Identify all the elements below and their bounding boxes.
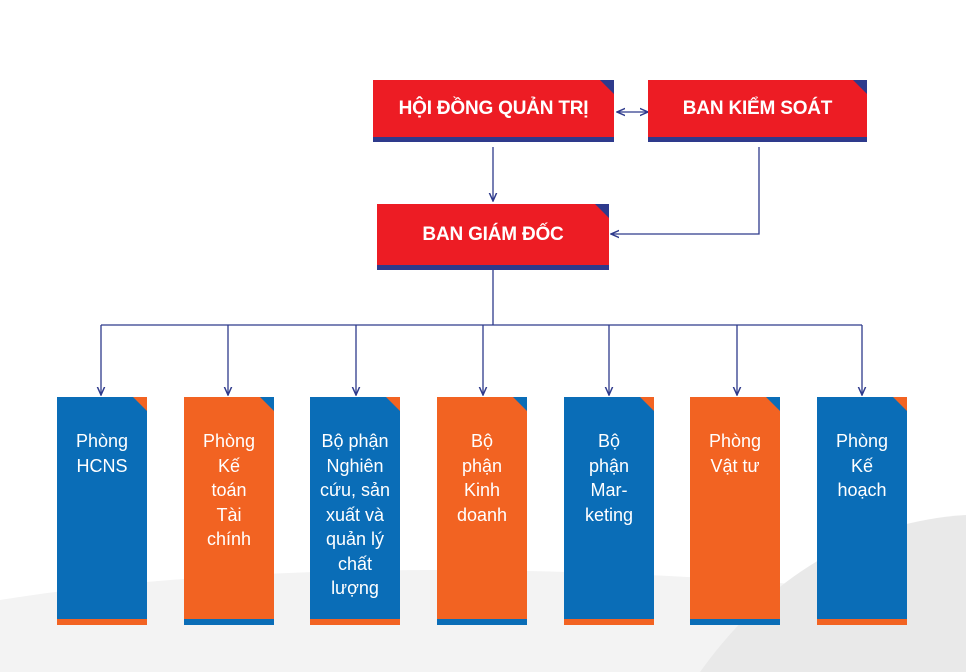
corner-accent (640, 397, 654, 411)
dept-sales: Bộ phận Kinh doanh (437, 397, 527, 625)
corner-accent (853, 80, 867, 94)
corner-accent (766, 397, 780, 411)
dept-label: Phòng HCNS (75, 431, 129, 476)
dept-label: Phòng Kế hoạch (835, 431, 889, 500)
corner-accent (893, 397, 907, 411)
dept-marketing: Bộ phận Mar- keting (564, 397, 654, 625)
dept-label: Phòng Kế toán Tài chính (202, 431, 256, 549)
dept-label: Bộ phận Kinh doanh (456, 431, 508, 525)
corner-accent (133, 397, 147, 411)
dept-hr-admin: Phòng HCNS (57, 397, 147, 625)
corner-accent (386, 397, 400, 411)
board-of-directors-label: HỘI ĐỒNG QUẢN TRỊ (398, 97, 589, 119)
corner-accent (260, 397, 274, 411)
dept-materials: Phòng Vật tư (690, 397, 780, 625)
dept-finance-accounting: Phòng Kế toán Tài chính (184, 397, 274, 625)
management-board-box: BAN GIÁM ĐỐC (377, 204, 609, 270)
dept-label: Bộ phận Mar- keting (584, 431, 634, 525)
management-board-label: BAN GIÁM ĐỐC (422, 223, 564, 245)
board-of-directors-box: HỘI ĐỒNG QUẢN TRỊ (373, 80, 614, 142)
dept-rd-production-qa: Bộ phận Nghiên cứu, sản xuất và quản lý … (310, 397, 400, 625)
dept-label: Phòng Vật tư (708, 431, 762, 476)
supervisory-board-box: BAN KIỂM SOÁT (648, 80, 867, 142)
corner-accent (513, 397, 527, 411)
corner-accent (595, 204, 609, 218)
supervisory-board-label: BAN KIỂM SOÁT (682, 97, 833, 119)
dept-label: Bộ phận Nghiên cứu, sản xuất và quản lý … (319, 431, 391, 598)
corner-accent (600, 80, 614, 94)
dept-planning: Phòng Kế hoạch (817, 397, 907, 625)
